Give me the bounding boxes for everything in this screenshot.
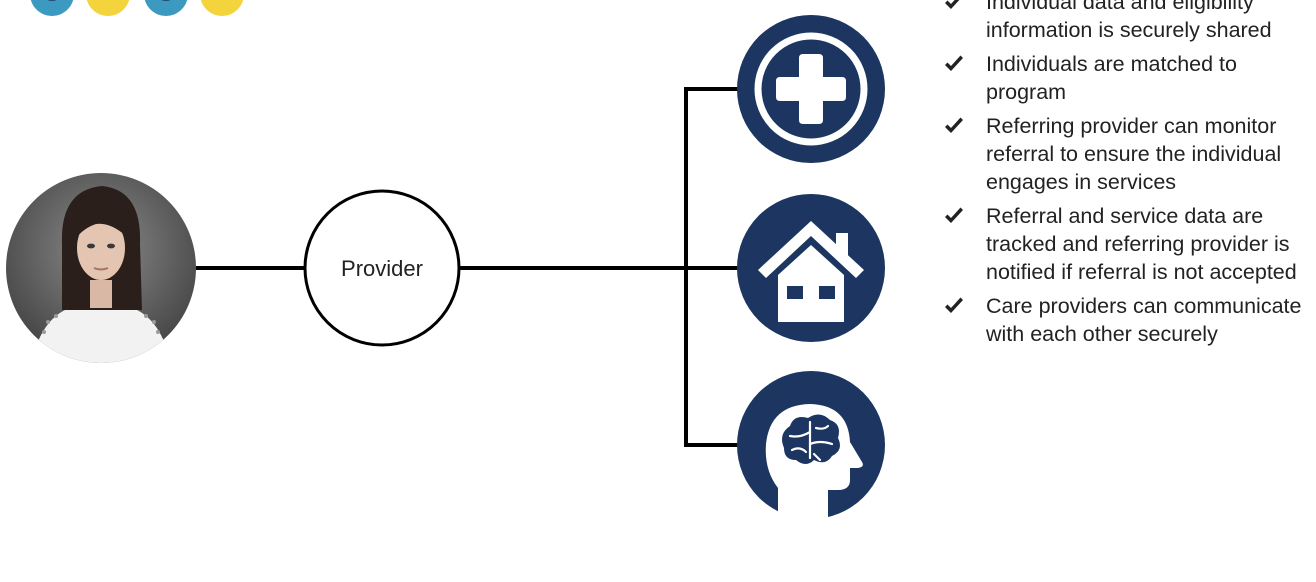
- logo-fragment: [30, 0, 244, 16]
- person-photo: [6, 173, 196, 363]
- checklist-item: Individual data and eligibility informat…: [942, 0, 1316, 44]
- checklist-item-text: Care providers can communicate with each…: [986, 294, 1302, 346]
- provider-label: Provider: [341, 256, 423, 281]
- checklist-item-text: Referring provider can monitor referral …: [986, 114, 1282, 194]
- check-icon: [945, 207, 963, 223]
- check-icon: [945, 0, 960, 9]
- checklist-item-text: Individuals are matched to program: [986, 52, 1237, 104]
- checklist-item: Individuals are matched to program: [942, 50, 1316, 106]
- checklist-item: Care providers can communicate with each…: [942, 292, 1316, 348]
- brain-head-icon: [737, 371, 885, 520]
- check-icon: [945, 55, 963, 71]
- house-icon: [737, 194, 885, 342]
- provider-node: Provider: [303, 189, 461, 347]
- medical-cross-icon: [737, 15, 885, 163]
- checklist-item-text: Referral and service data are tracked an…: [986, 204, 1297, 284]
- connector-lines: [196, 87, 740, 447]
- checklist-item: Referring provider can monitor referral …: [942, 112, 1316, 196]
- checklist-item: Referral and service data are tracked an…: [942, 202, 1316, 286]
- benefits-checklist: Individual data and eligibility informat…: [942, 0, 1316, 354]
- check-icon: [945, 297, 963, 313]
- check-icon: [945, 117, 963, 133]
- checklist-item-text: Individual data and eligibility informat…: [986, 0, 1272, 42]
